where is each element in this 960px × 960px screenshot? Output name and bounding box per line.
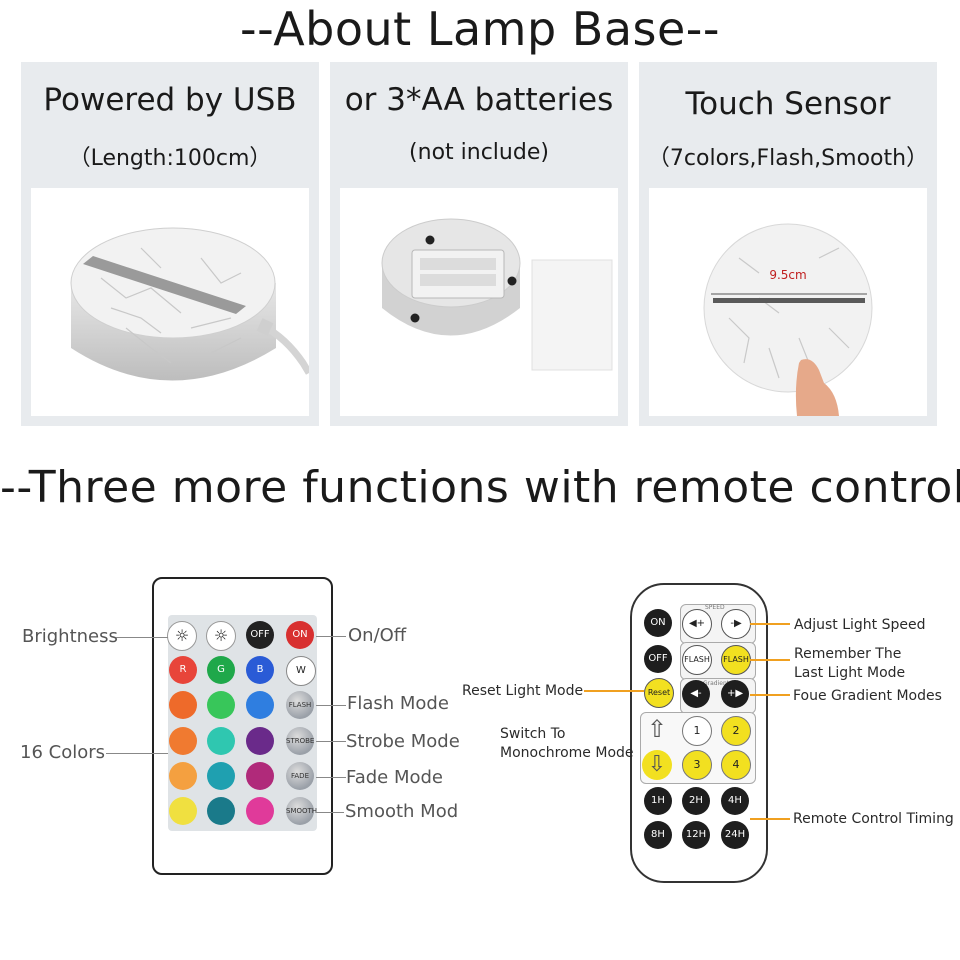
mono-1-button[interactable]: 1 — [682, 716, 712, 746]
lamp-base-heading: --About Lamp Base-- — [240, 2, 720, 56]
onoff-pointer — [316, 636, 346, 637]
usb-subtitle: （Length:100cm） — [68, 146, 272, 171]
usb-title: Powered by USB — [43, 82, 297, 118]
brightness-up-button[interactable]: ☼ — [167, 621, 197, 651]
timer-8h-button[interactable]: 8H — [644, 821, 672, 849]
color-button[interactable] — [207, 797, 235, 825]
strobe-mode-label: Strobe Mode — [346, 731, 460, 752]
onoff-label: On/Off — [348, 625, 407, 646]
touch-sensor-panel: Touch Sensor （7colors,Flash,Smooth） 9.5c… — [639, 62, 937, 426]
battery-title: or 3*AA batteries — [344, 82, 614, 118]
smooth-mode-label: Smooth Mod — [345, 801, 459, 822]
sixteen-colors-label: 16 Colors — [20, 742, 105, 763]
color-button[interactable] — [246, 797, 274, 825]
reset-mode-label: Reset Light Mode — [462, 683, 584, 699]
blue-button[interactable]: B — [246, 656, 274, 684]
color-button[interactable] — [246, 727, 274, 755]
strobe-button[interactable]: STROBE — [286, 727, 314, 755]
down-arrow-icon[interactable]: ⇩ — [642, 750, 672, 780]
usb-panel: Powered by USB （Length:100cm） — [21, 62, 319, 426]
remember-label-line1: Remember The — [794, 646, 902, 662]
battery-subtitle: (not include) — [409, 140, 549, 165]
remote2-flash-button[interactable]: FLASH — [682, 645, 712, 675]
color-button[interactable] — [207, 762, 235, 790]
color-button[interactable] — [246, 762, 274, 790]
color-button[interactable] — [207, 727, 235, 755]
reset-pointer — [584, 690, 644, 692]
speed-down-button[interactable]: -▶ — [721, 609, 751, 639]
speed-up-button[interactable]: ◀+ — [682, 609, 712, 639]
gradient-prev-button[interactable]: ◀- — [682, 680, 710, 708]
on-button[interactable]: ON — [286, 621, 314, 649]
remote2-off-button[interactable]: OFF — [644, 645, 672, 673]
remote2-on-button[interactable]: ON — [644, 609, 672, 637]
flash-pointer — [316, 705, 346, 706]
green-button[interactable]: G — [207, 656, 235, 684]
color-button[interactable] — [246, 691, 274, 719]
fade-pointer — [316, 777, 346, 778]
color-button[interactable] — [169, 797, 197, 825]
up-arrow-icon[interactable]: ⇧ — [646, 715, 668, 743]
touch-title: Touch Sensor — [685, 86, 891, 122]
fade-button[interactable]: FADE — [286, 762, 314, 790]
mono-4-button[interactable]: 4 — [721, 750, 751, 780]
color-button[interactable] — [169, 762, 197, 790]
monochrome-label-line1: Switch To — [500, 726, 566, 742]
timer-24h-button[interactable]: 24H — [721, 821, 749, 849]
color-button[interactable] — [169, 727, 197, 755]
monochrome-label-line2: Monochrome Mode — [500, 745, 634, 761]
speed-pointer — [750, 623, 790, 625]
sensor-width-label: 9.5cm — [769, 268, 807, 282]
brightness-down-button[interactable]: ☼ — [206, 621, 236, 651]
flash-mode-label: Flash Mode — [347, 693, 449, 714]
remember-mode-button[interactable]: FLASH — [721, 645, 751, 675]
gradient-pointer — [750, 694, 790, 696]
reset-button[interactable]: Reset — [644, 678, 674, 708]
mono-3-button[interactable]: 3 — [682, 750, 712, 780]
gradient-next-button[interactable]: +▶ — [721, 680, 749, 708]
strobe-pointer — [316, 741, 346, 742]
smooth-pointer — [316, 812, 344, 813]
timer-2h-button[interactable]: 2H — [682, 787, 710, 815]
timing-pointer — [750, 818, 790, 820]
remember-pointer — [750, 659, 790, 661]
remember-label-line2: Last Light Mode — [794, 665, 906, 681]
timer-4h-button[interactable]: 4H — [721, 787, 749, 815]
touch-sensor-image: 9.5cm — [649, 188, 927, 416]
speed-caption: SPEED — [705, 604, 725, 611]
timer-12h-button[interactable]: 12H — [682, 821, 710, 849]
white-button[interactable]: W — [286, 656, 316, 686]
smooth-button[interactable]: SMOOTH — [286, 797, 317, 825]
gradient-caption: Gradient — [703, 680, 730, 687]
battery-panel: or 3*AA batteries (not include) — [330, 62, 628, 426]
mono-2-button[interactable]: 2 — [721, 716, 751, 746]
remote1-keypad — [168, 615, 317, 831]
remote-functions-heading: --Three more functions with remote contr… — [0, 462, 960, 513]
flash-button[interactable]: FLASH — [286, 691, 314, 719]
color-button[interactable] — [169, 691, 197, 719]
timer-1h-button[interactable]: 1H — [644, 787, 672, 815]
colors-pointer — [106, 753, 168, 754]
brightness-label: Brightness — [22, 626, 118, 647]
usb-lamp-base-image — [31, 188, 309, 416]
adjust-speed-label: Adjust Light Speed — [794, 617, 926, 633]
brightness-pointer — [116, 637, 168, 638]
red-button[interactable]: R — [169, 656, 197, 684]
battery-compartment-image — [340, 188, 618, 416]
gradient-modes-label: Foue Gradient Modes — [793, 688, 942, 704]
off-button[interactable]: OFF — [246, 621, 274, 649]
timing-label: Remote Control Timing — [793, 811, 954, 827]
color-button[interactable] — [207, 691, 235, 719]
touch-subtitle: （7colors,Flash,Smooth） — [647, 146, 929, 171]
fade-mode-label: Fade Mode — [346, 767, 443, 788]
